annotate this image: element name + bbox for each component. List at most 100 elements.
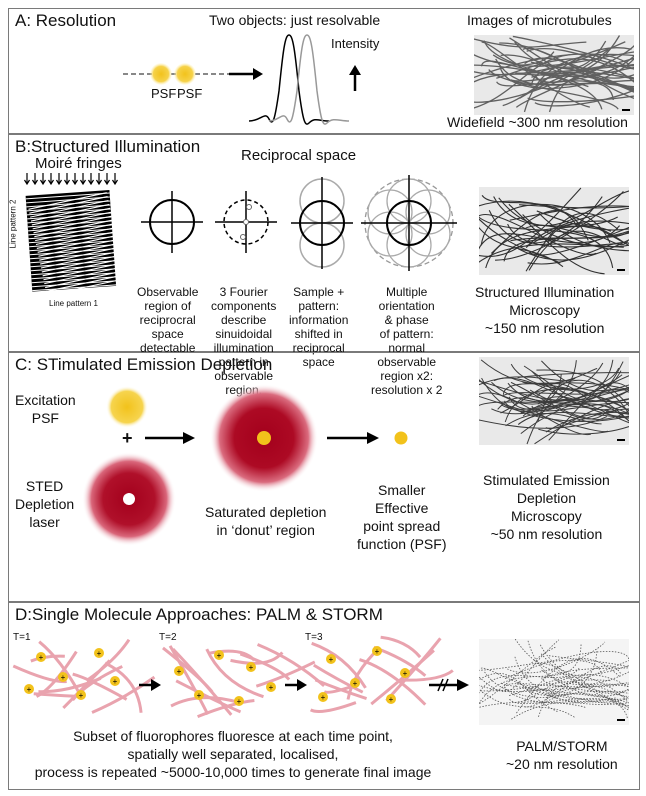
microtubule-filament — [501, 682, 629, 704]
pink-filament — [72, 672, 128, 701]
fluorophore-dot — [246, 662, 256, 672]
desc3-line: reciprocal — [292, 341, 345, 355]
pink-filament — [35, 650, 78, 698]
sted-label: STED Depletion laser — [15, 477, 74, 531]
palm-caption: PALM/STORM ~20 nm resolution — [506, 737, 618, 773]
desc2-line: pattern in — [218, 355, 269, 369]
microtubule-filament — [504, 400, 629, 422]
desc-multiple-orientation: Multiple orientation & phase of pattern:… — [371, 285, 442, 397]
desc1-line: reciprocral — [139, 313, 196, 327]
pink-filament — [239, 652, 291, 681]
microtubule-filament — [480, 667, 581, 702]
microtubule-filament — [479, 672, 559, 713]
moire-arrow-head — [71, 179, 79, 186]
grating-line — [29, 244, 114, 252]
microtubule-filament — [491, 374, 623, 415]
microtubule-filament — [501, 386, 629, 397]
microtubule-filament — [527, 95, 634, 103]
arrow-right-icon — [285, 679, 307, 691]
sted-microtubule-image — [479, 357, 629, 445]
saturated-depletion-spot — [210, 384, 318, 492]
grating-line — [27, 220, 112, 228]
moire-arrow-head — [79, 179, 87, 186]
grating-line — [43, 262, 122, 281]
fluorophore-dot — [174, 666, 184, 676]
widefield-microtubule-image — [474, 35, 634, 115]
microtubule-filament — [479, 660, 602, 675]
moire-arrow-head — [87, 179, 95, 186]
panel-c-sted: C: STimulated Emission Depletion Excitat… — [8, 352, 640, 602]
desc2-line: illumination — [213, 341, 274, 355]
fluorophore-plus: + — [61, 673, 66, 682]
label-line: laser — [29, 514, 60, 530]
palm-frame-t3: ++++++ — [309, 635, 454, 713]
grating-line — [30, 264, 115, 272]
image-title: Images of microtubules — [467, 12, 612, 28]
microtubule-filament — [479, 187, 582, 257]
microtubule-filament — [527, 640, 629, 685]
fluorophore-plus: + — [217, 651, 222, 660]
microtubule-filament — [517, 372, 629, 379]
moire-arrow-head — [47, 179, 55, 186]
fluorophore-plus: + — [249, 663, 254, 672]
microtubule-filament — [474, 35, 621, 83]
microtubule-filament — [480, 359, 598, 385]
microtubule-filament — [533, 662, 629, 711]
microtubule-filament — [481, 41, 591, 108]
caption-line: Microscopy — [511, 508, 582, 524]
microtubule-filament — [510, 232, 629, 242]
arrow-right-icon — [327, 432, 379, 444]
pink-filament — [380, 635, 422, 659]
grating-line — [39, 242, 118, 261]
desc4-line: observable — [377, 355, 437, 369]
palm-frame-t2: ++++++ — [162, 643, 326, 719]
microtubule-filament — [527, 242, 629, 265]
grating-line — [26, 204, 111, 212]
grating-line — [30, 256, 115, 264]
desc4-line: of pattern: — [379, 327, 434, 341]
moire-arrow-head — [39, 179, 47, 186]
microtubule-filament — [536, 210, 629, 231]
fluorophore-dot — [194, 690, 204, 700]
microtubule-filament — [479, 639, 560, 692]
pink-filament — [30, 654, 65, 663]
pink-filament — [399, 669, 454, 682]
grating-line — [40, 250, 120, 269]
desc3-line: pattern: — [298, 299, 340, 313]
microtubule-filament — [507, 641, 606, 674]
microtubule-filament — [481, 691, 576, 718]
desc3-line: shifted in — [294, 327, 343, 341]
grating-line — [34, 219, 113, 238]
grating-line — [46, 278, 126, 296]
moire-arrow-head — [103, 179, 111, 186]
label-line: Excitation — [15, 392, 76, 408]
line-pattern-1-label: Line pattern 1 — [49, 299, 98, 308]
microtubule-filament — [538, 682, 629, 717]
desc4-line: region x2: — [380, 369, 434, 383]
grating-line — [28, 224, 112, 232]
scale-bar — [617, 439, 625, 441]
pink-filament — [168, 645, 210, 716]
microtubule-filament — [516, 658, 621, 714]
desc-line: Subset of fluorophores fluoresce at each… — [73, 728, 393, 744]
scale-bar — [617, 719, 625, 721]
fluorophore-plus: + — [39, 653, 44, 662]
microtubule-filament — [499, 42, 634, 79]
microtubule-filament — [474, 38, 587, 48]
microtubule-filament — [480, 203, 611, 246]
microtubule-filament — [517, 239, 629, 261]
pink-filament — [309, 701, 357, 713]
grating-line — [40, 246, 119, 265]
microtubule-filament — [479, 679, 612, 692]
grating-line — [36, 231, 116, 249]
sted-caption: Stimulated Emission Depletion Microscopy… — [483, 471, 610, 543]
microtubule-filament — [537, 379, 629, 422]
microtubule-filament — [499, 58, 634, 90]
microtubule-filament — [496, 58, 634, 84]
pink-filament — [38, 640, 83, 697]
fluorophore-dot — [326, 654, 336, 664]
microtubule-filament — [534, 66, 634, 83]
microtubule-filament — [505, 413, 602, 427]
intensity-label: Intensity — [331, 36, 380, 51]
grating-line — [31, 268, 115, 276]
